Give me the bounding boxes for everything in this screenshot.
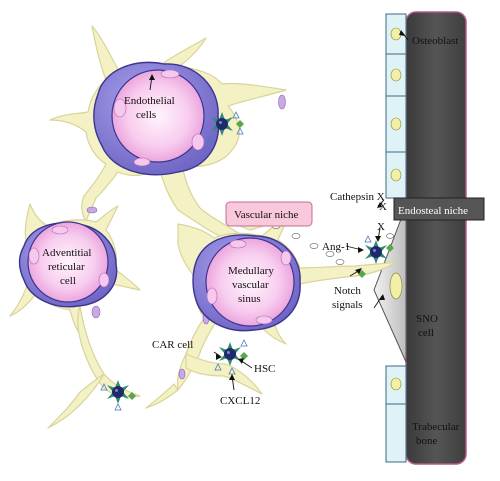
trabecular-bone xyxy=(405,11,467,465)
osteoblast-cell-icon xyxy=(385,151,407,199)
medullary-label-line2: vascular xyxy=(232,279,269,291)
notch-label-line2: signals xyxy=(332,299,363,311)
cxcl12-label: CXCL12 xyxy=(220,395,260,407)
ang1-diamond-icon xyxy=(236,120,244,128)
medullary-label-line1: Medullary xyxy=(228,265,274,277)
adventitial-label-line1: Adventitial xyxy=(42,247,92,259)
medullary-vascular-sinus xyxy=(192,234,301,332)
osteoblast-label: Osteoblast xyxy=(412,35,458,47)
osteoblast-cell-icon xyxy=(385,403,407,463)
car-cell-label: CAR cell xyxy=(152,339,193,351)
trabecular-label-line1: Trabecular xyxy=(412,421,460,433)
osteoblast-column xyxy=(385,13,407,463)
osteoblast-cell-icon xyxy=(385,365,407,405)
car-cell-nuclei xyxy=(86,94,286,380)
adventitial-label-line2: reticular xyxy=(48,261,85,273)
arrowheads xyxy=(149,30,405,380)
cathepsin-x-label: Cathepsin X xyxy=(330,191,385,203)
endothelial-vessel xyxy=(93,61,220,176)
adventitial-label-line3: cell xyxy=(60,275,76,287)
x-mark-1: X xyxy=(379,201,387,213)
vascular-niche-box xyxy=(225,201,313,227)
medullary-label-line3: sinus xyxy=(238,293,261,305)
hsc-icon xyxy=(107,380,129,404)
sno-label-line1: SNO xyxy=(416,313,438,325)
ang1-diamond-icon xyxy=(128,392,136,400)
endosteal-niche-box xyxy=(393,197,485,221)
vascular-niche-label: Vascular niche xyxy=(234,209,299,221)
osteoblast-cell-icon xyxy=(385,95,407,153)
endothelial-label-line1: Endothelial xyxy=(124,95,175,107)
endosteal-niche-label: Endosteal niche xyxy=(398,205,468,217)
notch-label-line1: Notch xyxy=(334,285,361,297)
x-mark-2: X xyxy=(377,221,385,233)
ang1-label: Ang-1 xyxy=(322,241,350,253)
ang1-diamond-icon xyxy=(240,352,248,360)
cxcl12-triangle-icon xyxy=(206,111,244,143)
cxcl12-triangle-icon xyxy=(100,383,122,411)
osteoblast-cell-icon xyxy=(385,53,407,97)
hsc-icon xyxy=(211,112,233,136)
cxcl12-triangle-icon xyxy=(364,235,372,243)
sno-label-line2: cell xyxy=(418,327,434,339)
hsc-icon xyxy=(219,342,241,366)
trabecular-label-line2: bone xyxy=(416,435,438,447)
hsc-icon xyxy=(365,240,387,264)
hsc-label: HSC xyxy=(254,363,275,375)
adventitial-reticular-vessel xyxy=(18,221,118,308)
endothelial-label-line2: cells xyxy=(136,109,156,121)
